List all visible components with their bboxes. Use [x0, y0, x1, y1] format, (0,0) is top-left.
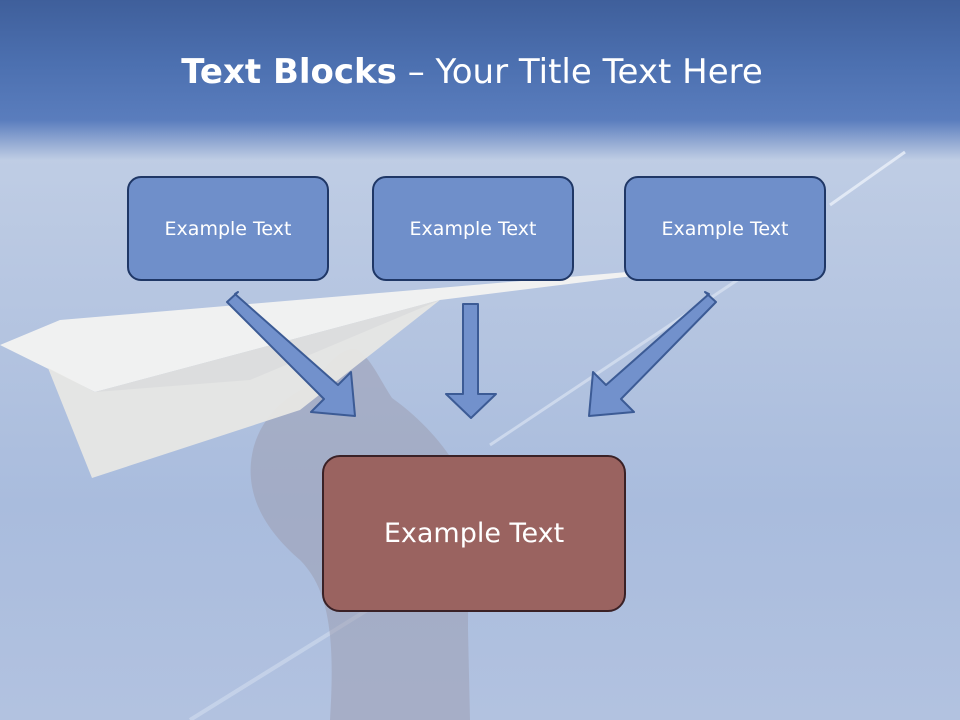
text-block-3-label: Example Text: [661, 217, 789, 240]
header-band: [0, 0, 960, 160]
title-bold-part: Text Blocks: [181, 52, 397, 92]
arrow-right-diagonal: [588, 291, 717, 417]
main-text-block[interactable]: Example Text: [322, 455, 626, 612]
text-block-1[interactable]: Example Text: [127, 176, 329, 281]
arrow-left-diagonal: [226, 291, 356, 417]
text-block-2-label: Example Text: [409, 217, 537, 240]
text-block-2[interactable]: Example Text: [372, 176, 574, 281]
slide-title: Text Blocks – Your Title Text Here: [0, 52, 944, 92]
title-rest-part: – Your Title Text Here: [396, 52, 763, 92]
text-block-3[interactable]: Example Text: [624, 176, 826, 281]
arrow-center-down: [445, 303, 497, 419]
text-block-1-label: Example Text: [164, 217, 292, 240]
main-text-block-label: Example Text: [383, 518, 565, 549]
